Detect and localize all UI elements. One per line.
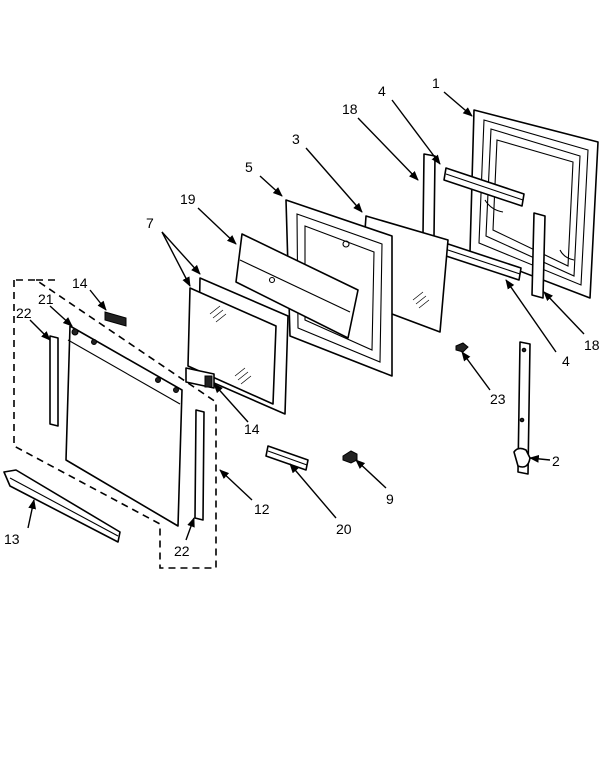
part-2-hinge: [513, 341, 531, 475]
callout-13: 13: [4, 531, 20, 547]
callout-labels: 1 4 18 3 5 19 7 14 21 22 14 12 13 22 20 …: [4, 75, 600, 559]
part-22-trim-right: [194, 409, 205, 521]
callout-18-right: 18: [584, 337, 600, 353]
part-13-bottom-trim: [3, 469, 121, 543]
callout-21: 21: [38, 291, 54, 307]
callout-14-upper: 14: [72, 275, 88, 291]
part-14-bracket-top: [104, 311, 127, 327]
callout-4-upper: 4: [378, 83, 386, 99]
callout-19: 19: [180, 191, 196, 207]
callout-22-left: 22: [16, 305, 32, 321]
part-20-handle-insert: [265, 445, 309, 471]
callout-14-lower: 14: [244, 421, 260, 437]
part-19-shield: [235, 233, 359, 339]
part-1-door-frame: [469, 109, 599, 299]
callout-9: 9: [386, 491, 394, 507]
part-21-outer-panel: [65, 325, 183, 527]
leader-lines: [27, 91, 585, 541]
callout-5: 5: [245, 159, 253, 175]
part-12-outer-door-assembly: [13, 279, 217, 569]
callout-20: 20: [336, 521, 352, 537]
part-22-trim-left: [49, 335, 59, 427]
callout-23: 23: [490, 391, 506, 407]
part-18-channel-right: [531, 212, 546, 299]
callout-1: 1: [432, 75, 440, 91]
part-9-clip: [342, 450, 358, 464]
callout-2: 2: [552, 453, 560, 469]
callout-18-left: 18: [342, 101, 358, 117]
callout-3: 3: [292, 131, 300, 147]
callout-4-lower: 4: [562, 353, 570, 369]
part-4-bracket-upper: [443, 167, 525, 207]
part-18-channel-left: [422, 153, 436, 237]
callout-12: 12: [254, 501, 270, 517]
callout-7: 7: [146, 215, 154, 231]
callout-22-right: 22: [174, 543, 190, 559]
part-23-clip: [455, 342, 469, 353]
